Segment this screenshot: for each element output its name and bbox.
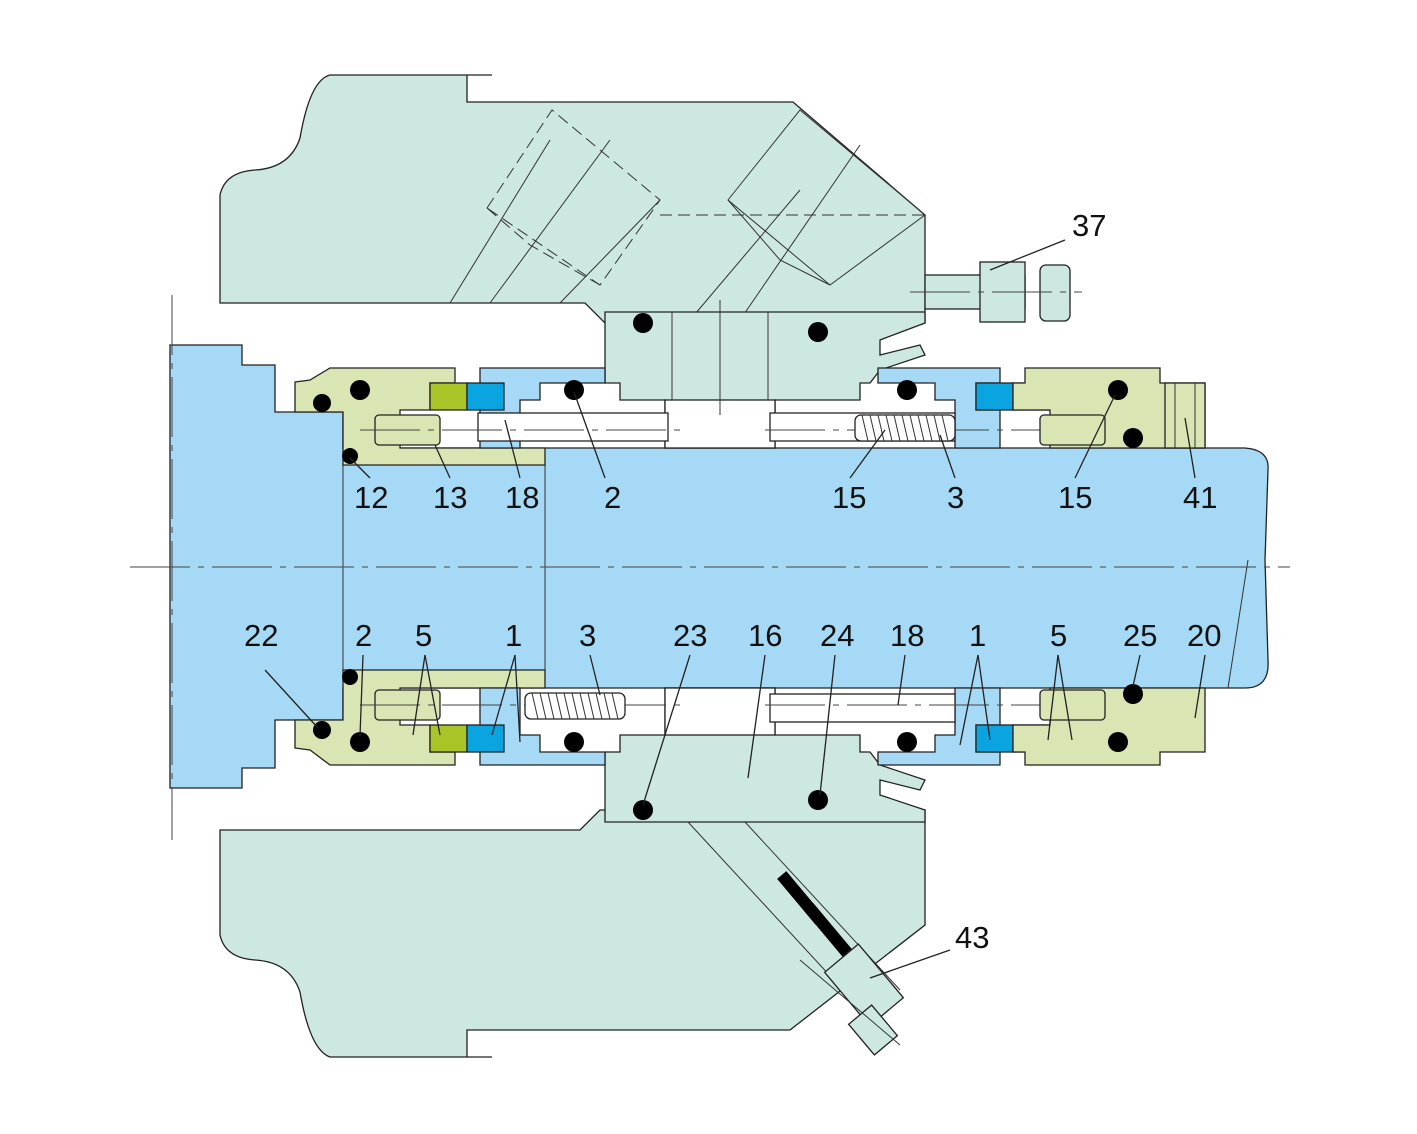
- callout-1-right: 1: [969, 618, 986, 653]
- spring-upper: [854, 414, 956, 442]
- rotating-seat-left-lower: [360, 687, 680, 766]
- callout-1-left: 1: [505, 618, 522, 653]
- callout-labels: 37 12 13 18 2 15 3 15 41 22 2 5 1 3 23 1…: [244, 208, 1221, 955]
- callout-13: 13: [433, 480, 467, 515]
- callout-23: 23: [673, 618, 707, 653]
- callout-15-left: 15: [832, 480, 866, 515]
- o-ring: [350, 732, 370, 752]
- callout-37: 37: [1072, 208, 1106, 243]
- callout-22: 22: [244, 618, 278, 653]
- o-ring: [633, 800, 653, 820]
- callout-41: 41: [1183, 480, 1217, 515]
- o-ring: [808, 322, 828, 342]
- gland-right-lower: [1012, 687, 1206, 766]
- callout-5-left: 5: [415, 618, 432, 653]
- spring-lower: [524, 692, 626, 720]
- callout-12: 12: [354, 480, 388, 515]
- rotating-seat-left-upper: [360, 367, 680, 449]
- o-ring: [1108, 732, 1128, 752]
- o-ring: [313, 394, 331, 412]
- callout-18-upper: 18: [505, 480, 539, 515]
- o-ring: [564, 380, 584, 400]
- seal-housing-16-upper: [604, 300, 926, 449]
- o-ring: [342, 669, 358, 685]
- callout-16: 16: [748, 618, 782, 653]
- o-ring: [1123, 684, 1143, 704]
- o-rings: [313, 313, 1143, 820]
- o-ring: [897, 380, 917, 400]
- leader-lines: [264, 239, 1206, 979]
- o-ring: [1108, 380, 1128, 400]
- housing-upper: [219, 74, 1082, 324]
- callout-18-lower: 18: [890, 618, 924, 653]
- vent-plug-43: [799, 943, 905, 1056]
- callout-2-lower: 2: [355, 618, 372, 653]
- drain-plug-37: [910, 261, 1082, 323]
- o-ring: [342, 448, 358, 464]
- o-ring: [564, 732, 584, 752]
- o-ring: [313, 721, 331, 739]
- o-ring: [350, 380, 370, 400]
- callout-25: 25: [1123, 618, 1157, 653]
- o-ring: [633, 313, 653, 333]
- callout-3-upper: 3: [947, 480, 964, 515]
- callout-2-upper: 2: [604, 480, 621, 515]
- callout-3-lower: 3: [579, 618, 596, 653]
- seal-housing-16-lower: [604, 687, 926, 823]
- o-ring: [897, 732, 917, 752]
- o-ring: [808, 790, 828, 810]
- housing-upper-ports: [449, 109, 926, 321]
- callout-43: 43: [955, 920, 989, 955]
- callout-5-right: 5: [1050, 618, 1067, 653]
- o-ring: [1123, 428, 1143, 448]
- callout-24: 24: [820, 618, 854, 653]
- callout-20: 20: [1187, 618, 1221, 653]
- callout-15-right: 15: [1058, 480, 1092, 515]
- housing-lower: [219, 809, 926, 1058]
